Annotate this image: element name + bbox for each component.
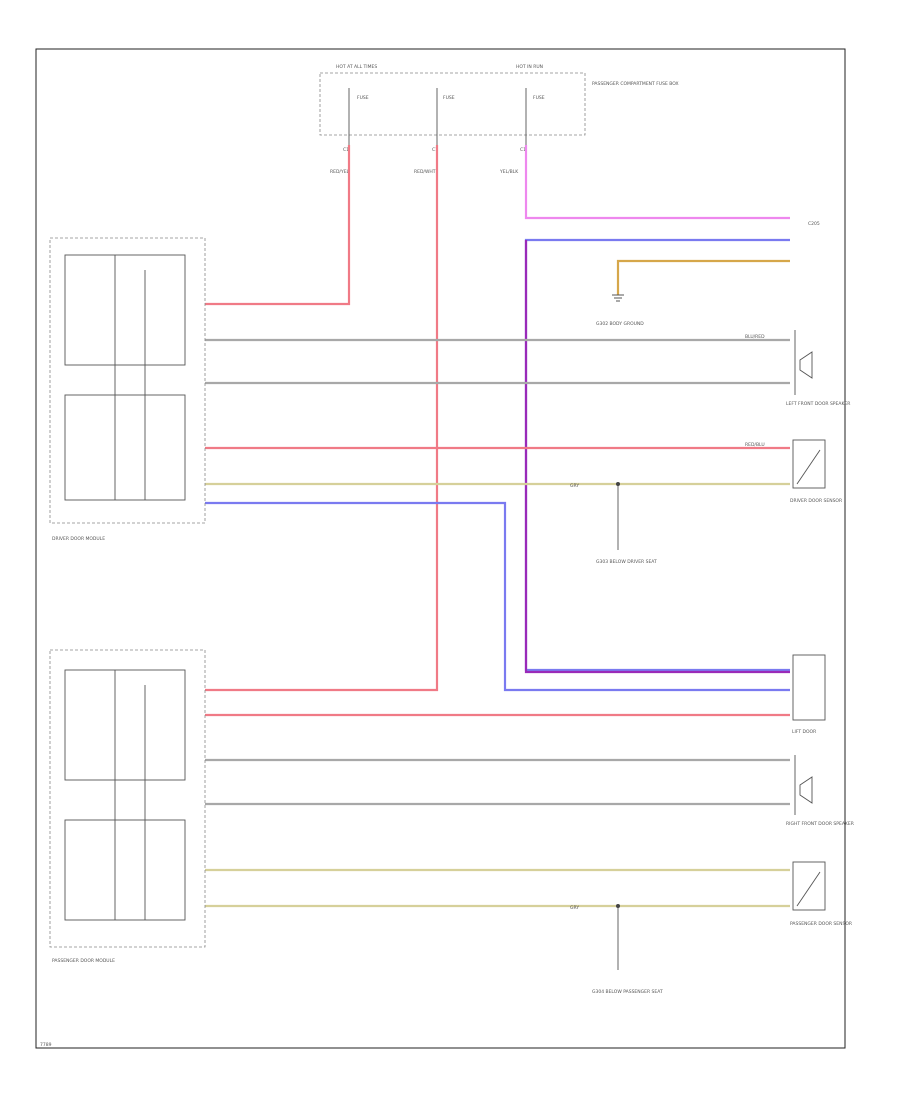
wire-orange-ground: [616, 259, 790, 295]
lift-door-label: LIFT DOOR: [792, 729, 816, 735]
svg-text:C1: C1: [432, 147, 438, 153]
diagram-code: 7789: [40, 1042, 52, 1048]
wire-purple-run: [524, 240, 790, 674]
driver-module-label: DRIVER DOOR MODULE: [52, 536, 105, 542]
passenger-door-sensor: PASSENGER DOOR SENSOR: [790, 861, 852, 927]
wire-label-red-yel: RED/YEL: [330, 169, 350, 175]
diagram-frame: [35, 48, 846, 1049]
fuse-1-label: FUSE: [357, 95, 369, 101]
wire-label-red-blu: RED/BLU: [745, 442, 765, 448]
ground-label-passenger-seat: G304 BELOW PASSENGER SEAT: [592, 989, 663, 995]
driver-door-sensor: DRIVER DOOR SENSOR: [790, 439, 842, 504]
fuse-box: HOT AT ALL TIMES HOT IN RUN PASSENGER CO…: [319, 64, 679, 153]
left-front-speaker: LEFT FRONT DOOR SPEAKER: [786, 330, 850, 407]
ground-label-driver-seat: G303 BELOW DRIVER SEAT: [596, 559, 657, 565]
lf-sensor-label: DRIVER DOOR SENSOR: [790, 498, 842, 504]
wire-label-red-wht: RED/WHT: [414, 169, 436, 175]
right-front-speaker: RIGHT FRONT DOOR SPEAKER: [786, 755, 854, 827]
svg-text:HOT IN RUN: HOT IN RUN: [516, 64, 543, 70]
fuse-box-title: PASSENGER COMPARTMENT FUSE BOX: [592, 81, 679, 87]
svg-text:C1: C1: [520, 147, 526, 153]
wire-red-feed-1: [205, 145, 351, 306]
passenger-door-module: PASSENGER DOOR MODULE: [49, 649, 206, 964]
wire-blue-top: [524, 238, 790, 672]
lift-door-connector: LIFT DOOR: [792, 654, 826, 735]
wire-red-feed-2: [205, 145, 439, 692]
fuse-2-label: FUSE: [443, 95, 455, 101]
lf-speaker-label: LEFT FRONT DOOR SPEAKER: [786, 401, 850, 407]
wire-label-gry-2: GRY: [570, 905, 579, 911]
driver-door-module: DRIVER DOOR MODULE: [49, 237, 206, 542]
wire-blue-lower: [205, 501, 790, 692]
passenger-module-label: PASSENGER DOOR MODULE: [52, 958, 115, 964]
connector-label: C205: [808, 221, 820, 227]
rf-speaker-label: RIGHT FRONT DOOR SPEAKER: [786, 821, 854, 827]
rf-sensor-label: PASSENGER DOOR SENSOR: [790, 921, 852, 927]
ground-label-left-front: G302 BODY GROUND: [596, 321, 644, 327]
wire-label-gry-1: GRY: [570, 483, 579, 489]
svg-text:C1: C1: [343, 147, 349, 153]
fuse-3-label: FUSE: [533, 95, 545, 101]
svg-text:HOT AT ALL TIMES: HOT AT ALL TIMES: [336, 64, 377, 70]
wire-label-yel-blk: YEL/BLK: [499, 169, 519, 175]
wire-pink-feed: [524, 145, 790, 220]
wire-label-blu-red: BLU/RED: [745, 334, 765, 340]
